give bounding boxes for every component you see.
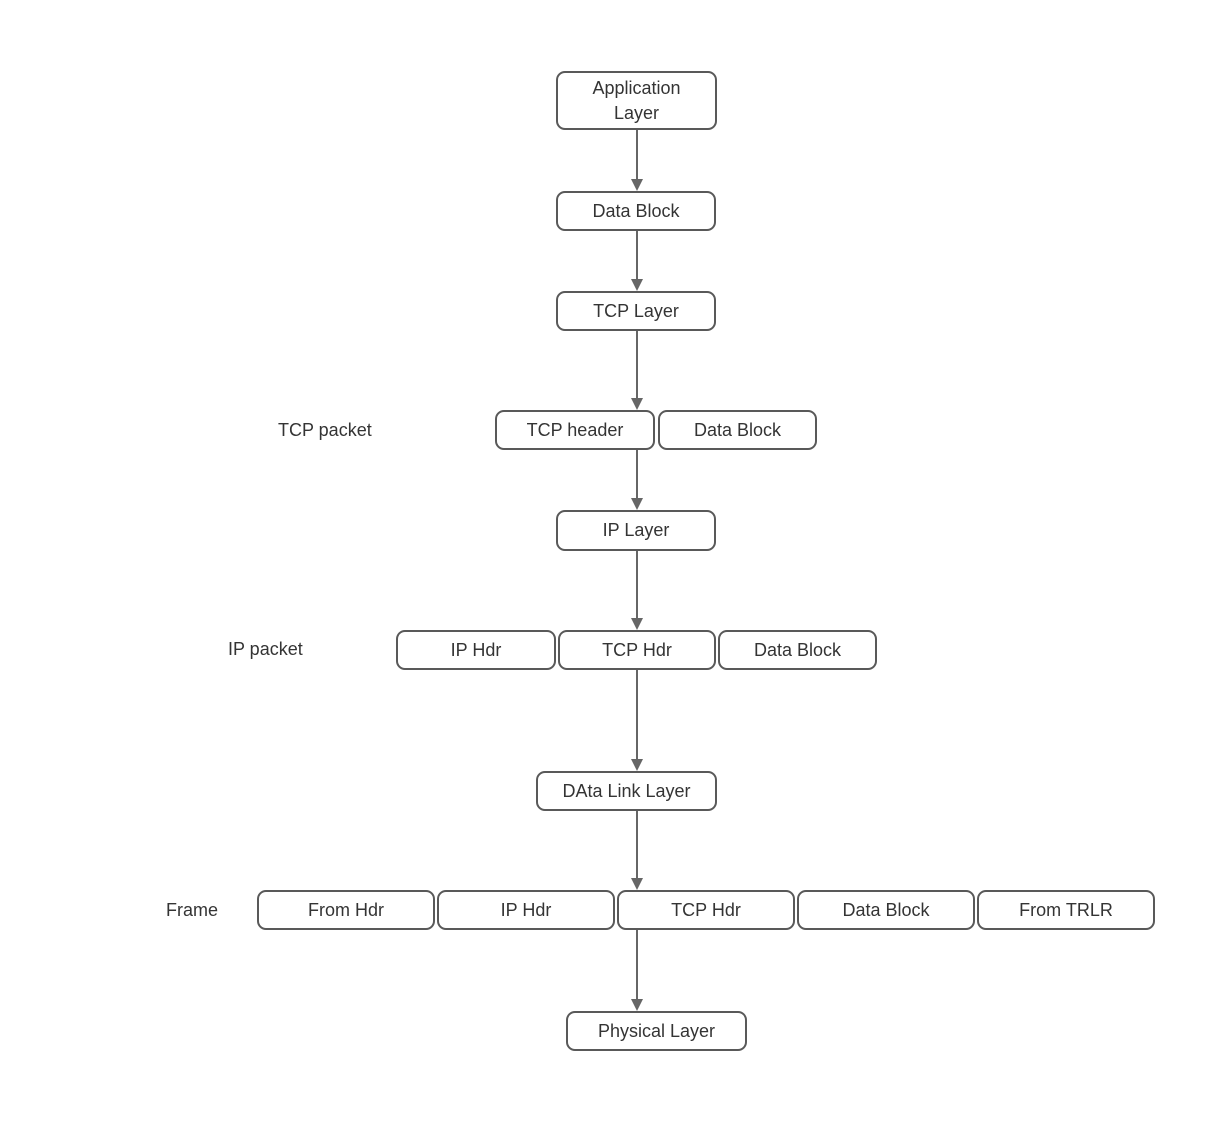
arrow-iplayer-to-ippacket: [631, 551, 643, 630]
node-label: IP Hdr: [500, 899, 552, 920]
node-label: Data Block: [842, 899, 930, 920]
node-data-block-ip-packet: Data Block: [718, 630, 877, 670]
node-frame-tcp-hdr: TCP Hdr: [617, 890, 795, 930]
row-label-frame: Frame: [166, 900, 219, 920]
arrow-datablock-to-tcplayer: [631, 231, 643, 291]
node-label: TCP Hdr: [671, 899, 741, 920]
node-label: DAta Link Layer: [562, 780, 691, 801]
node-application-layer: Application Layer: [556, 71, 717, 130]
node-label: Data Block: [753, 639, 842, 660]
node-tcp-layer: TCP Layer: [556, 291, 716, 331]
node-ip-hdr: IP Hdr: [396, 630, 556, 670]
arrow-tcppacket-to-iplayer: [631, 450, 643, 510]
node-frame-from-trlr: From TRLR: [977, 890, 1155, 930]
node-ip-layer: IP Layer: [556, 510, 716, 551]
arrow-ippacket-to-datalinklayer: [631, 670, 643, 771]
node-tcp-hdr: TCP Hdr: [558, 630, 716, 670]
node-tcp-header: TCP header: [495, 410, 655, 450]
node-label: From Hdr: [308, 899, 384, 920]
arrow-application-to-datablock: [631, 130, 643, 191]
arrow-frame-to-physicallayer: [631, 930, 643, 1011]
row-label-tcp-packet: TCP packet: [278, 420, 372, 440]
node-frame-ip-hdr: IP Hdr: [437, 890, 615, 930]
node-label: IP Layer: [602, 520, 670, 540]
node-label: From TRLR: [1019, 899, 1113, 920]
row-label-ip-packet: IP packet: [228, 639, 303, 659]
node-frame-data-block: Data Block: [797, 890, 975, 930]
node-data-block-top: Data Block: [556, 191, 716, 231]
node-label: Application Layer: [592, 77, 681, 123]
node-label: TCP Hdr: [602, 639, 672, 660]
node-label: Data Block: [592, 200, 680, 221]
node-label: Physical Layer: [597, 1020, 716, 1041]
node-label: Data Block: [693, 419, 782, 440]
node-data-block-tcp-packet: Data Block: [658, 410, 817, 450]
node-label: TCP header: [526, 419, 624, 440]
node-physical-layer: Physical Layer: [566, 1011, 747, 1051]
node-label: TCP Layer: [593, 300, 679, 321]
node-data-link-layer: DAta Link Layer: [536, 771, 717, 811]
node-label: IP Hdr: [450, 639, 502, 660]
node-frame-from-hdr: From Hdr: [257, 890, 435, 930]
arrow-tcplayer-to-tcppacket: [631, 331, 643, 410]
arrow-datalinklayer-to-frame: [631, 811, 643, 890]
